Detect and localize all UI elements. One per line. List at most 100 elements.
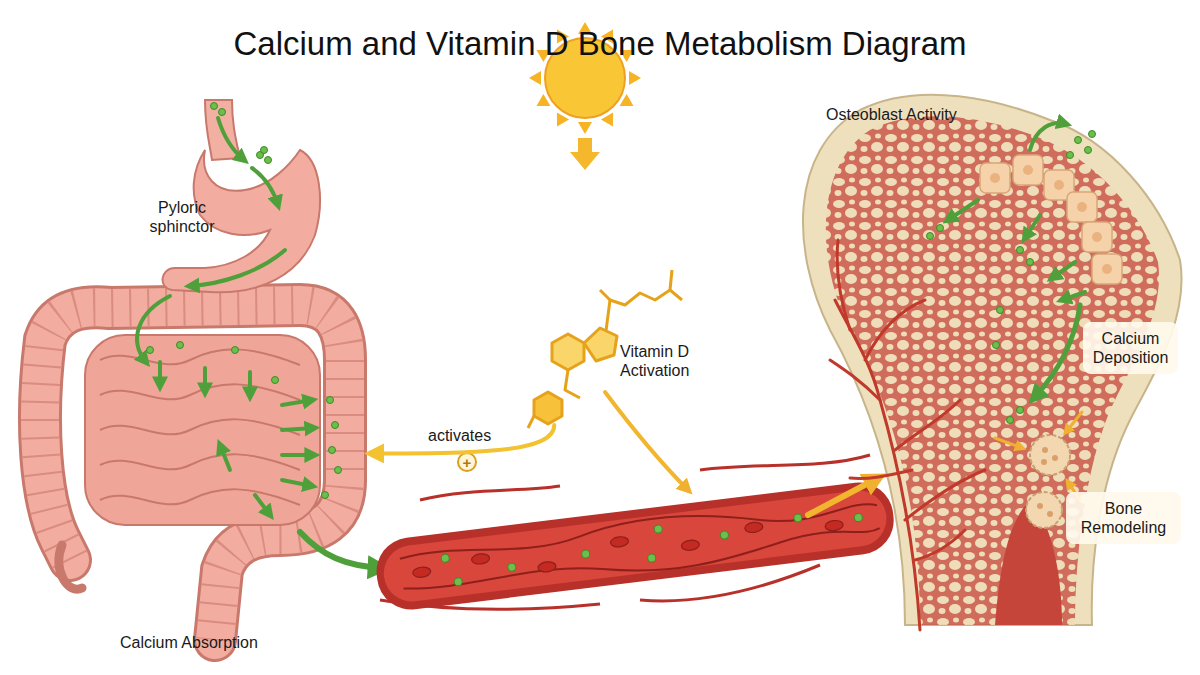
blood-vessel-part-part [403,526,882,602]
osteoblast-cells-part-part [1077,202,1087,212]
osteoclast-cells-part-part [995,438,1022,448]
osteoblast-cells-part-part [1075,137,1082,144]
anatomy-label: Pyloric sphinctor [140,198,224,236]
osteoblast-cells-part-part [927,233,934,240]
osteoblast-cells-part-part [1034,305,1080,398]
absorption-region: Calcium Absorption [0,95,370,655]
osteoclast-cells-part [1030,435,1070,475]
osteoblast-cells-part-part [993,342,1000,349]
absorption-arrows-part [158,362,162,386]
calcium-dots-part [265,157,272,164]
absorption-arrows-part [282,428,314,430]
blood-vessel-part-part-part [681,539,700,551]
osteoblast-cells-part [980,155,1122,284]
sun-part [551,113,569,130]
absorption-arrows-part [282,400,312,405]
blood-vessel-part-part-part [581,550,590,559]
osteoblast-cells-part-part [1025,215,1040,238]
region-label: Osteoblast Activity [826,105,1016,124]
sun-part [570,138,600,170]
osteoblast-cells-part-part [1017,247,1024,254]
vitamin-d-molecule-part [670,270,672,290]
osteoblast-cells [927,123,1123,423]
blood-vessel-part-part-part [654,525,663,534]
osteoblast-cells-part [927,131,1096,424]
calcium-dots [147,103,342,499]
sun-part [533,94,550,112]
femur-bone-part-part [915,530,965,560]
diagram-title: Calcium and Vitamin D Bone Metabolism Di… [0,24,1200,64]
digestive-tract-part [40,305,345,640]
sun-part [620,94,637,112]
blood-vessel-part-part [399,491,878,568]
blood-vessel-part-part-part [720,531,729,540]
vitamin-d-arrows-part [808,478,878,515]
vitamin-d-molecule-part [552,334,584,370]
calcium-dots-part [272,377,279,384]
sun-part [629,71,641,85]
blood-vessel-part-part-part [647,554,656,563]
femur-bone-part-part [837,240,850,330]
sun-part [529,71,541,85]
digestive-tract-part [40,305,345,640]
blood-vessel-part-part-part [744,521,763,533]
femur-bone-part-part [835,300,920,630]
blood-vessel-part-part-part [825,520,844,532]
vitamin-d-molecule-part [534,392,562,424]
osteoblast-cells-part-part [1023,165,1033,175]
absorption-arrows-part [282,480,312,486]
digestive-tract-part [100,454,300,470]
absorption-arrows-part [282,453,314,457]
osteoblast-cells-part-part [1007,417,1014,424]
osteoblast-cells-part-part [990,173,1000,183]
osteoblast-cells-part-part [1089,131,1096,138]
osteoclast-cells-part [995,412,1082,500]
osteoblast-cells-part-part [1092,232,1102,242]
digestive-tract-part [85,335,320,525]
osteoblast-cells-part-part [1067,152,1074,159]
osteoblast-cells-part-part [1092,254,1122,284]
osteoblast-cells-part-part [1062,292,1085,300]
osteoblast-cells-part-part [1102,264,1112,274]
blood-vessel [373,455,898,613]
vitamin-d-arrows [605,392,878,515]
osteoblast-cells-part-part [1067,192,1097,222]
calcium-dots-part [322,492,329,499]
osteoblast-cells-part-part [1054,180,1064,190]
blood-vessel-part-part-part [454,577,463,586]
osteoclast-cells-part-part [1052,455,1058,461]
sun-part [601,113,619,130]
digestive-tract-part [59,545,82,589]
region-label: Vitamin D Activation [620,342,720,380]
osteoclast-cells-part [1037,447,1058,517]
osteoblast-cells-part-part [1027,259,1034,266]
blood-vessel-part-part-part [537,561,556,573]
digestive-tract-part [100,419,300,435]
femur-bone-part-part [850,470,912,478]
calcium-dots-part [211,103,218,110]
vitamin-d-molecule-part [606,290,682,331]
digestive-tract-part [100,384,300,400]
digestive-tract-part [100,349,300,365]
osteoblast-cells-part-part [980,163,1010,193]
region-label: Calcium Absorption [120,633,320,652]
blood-vessel-part-part [381,487,890,604]
edge-label: activates [428,426,538,445]
blood-vessel-part-part-part [793,513,802,522]
osteoclast-cells-part-part [1066,412,1082,432]
process-tag: Bone Remodeling [1066,492,1181,544]
absorption-arrows-part [252,168,278,205]
blood-vessel-part [420,486,560,500]
vitamin-d-region: Vitamin D Activation [525,280,720,425]
blood-vessel-part-part-part [610,536,629,548]
osteoclast-cells-part-part [1037,503,1043,509]
activation-arrow [370,425,554,453]
absorption-arrows-part [137,296,170,362]
blood-vessel-part-part [440,500,864,587]
calcium-dots-part [332,422,339,429]
calcium-dots-part [261,147,268,154]
calcium-dots-part [329,447,336,454]
osteoblast-cells-part [948,123,1085,398]
